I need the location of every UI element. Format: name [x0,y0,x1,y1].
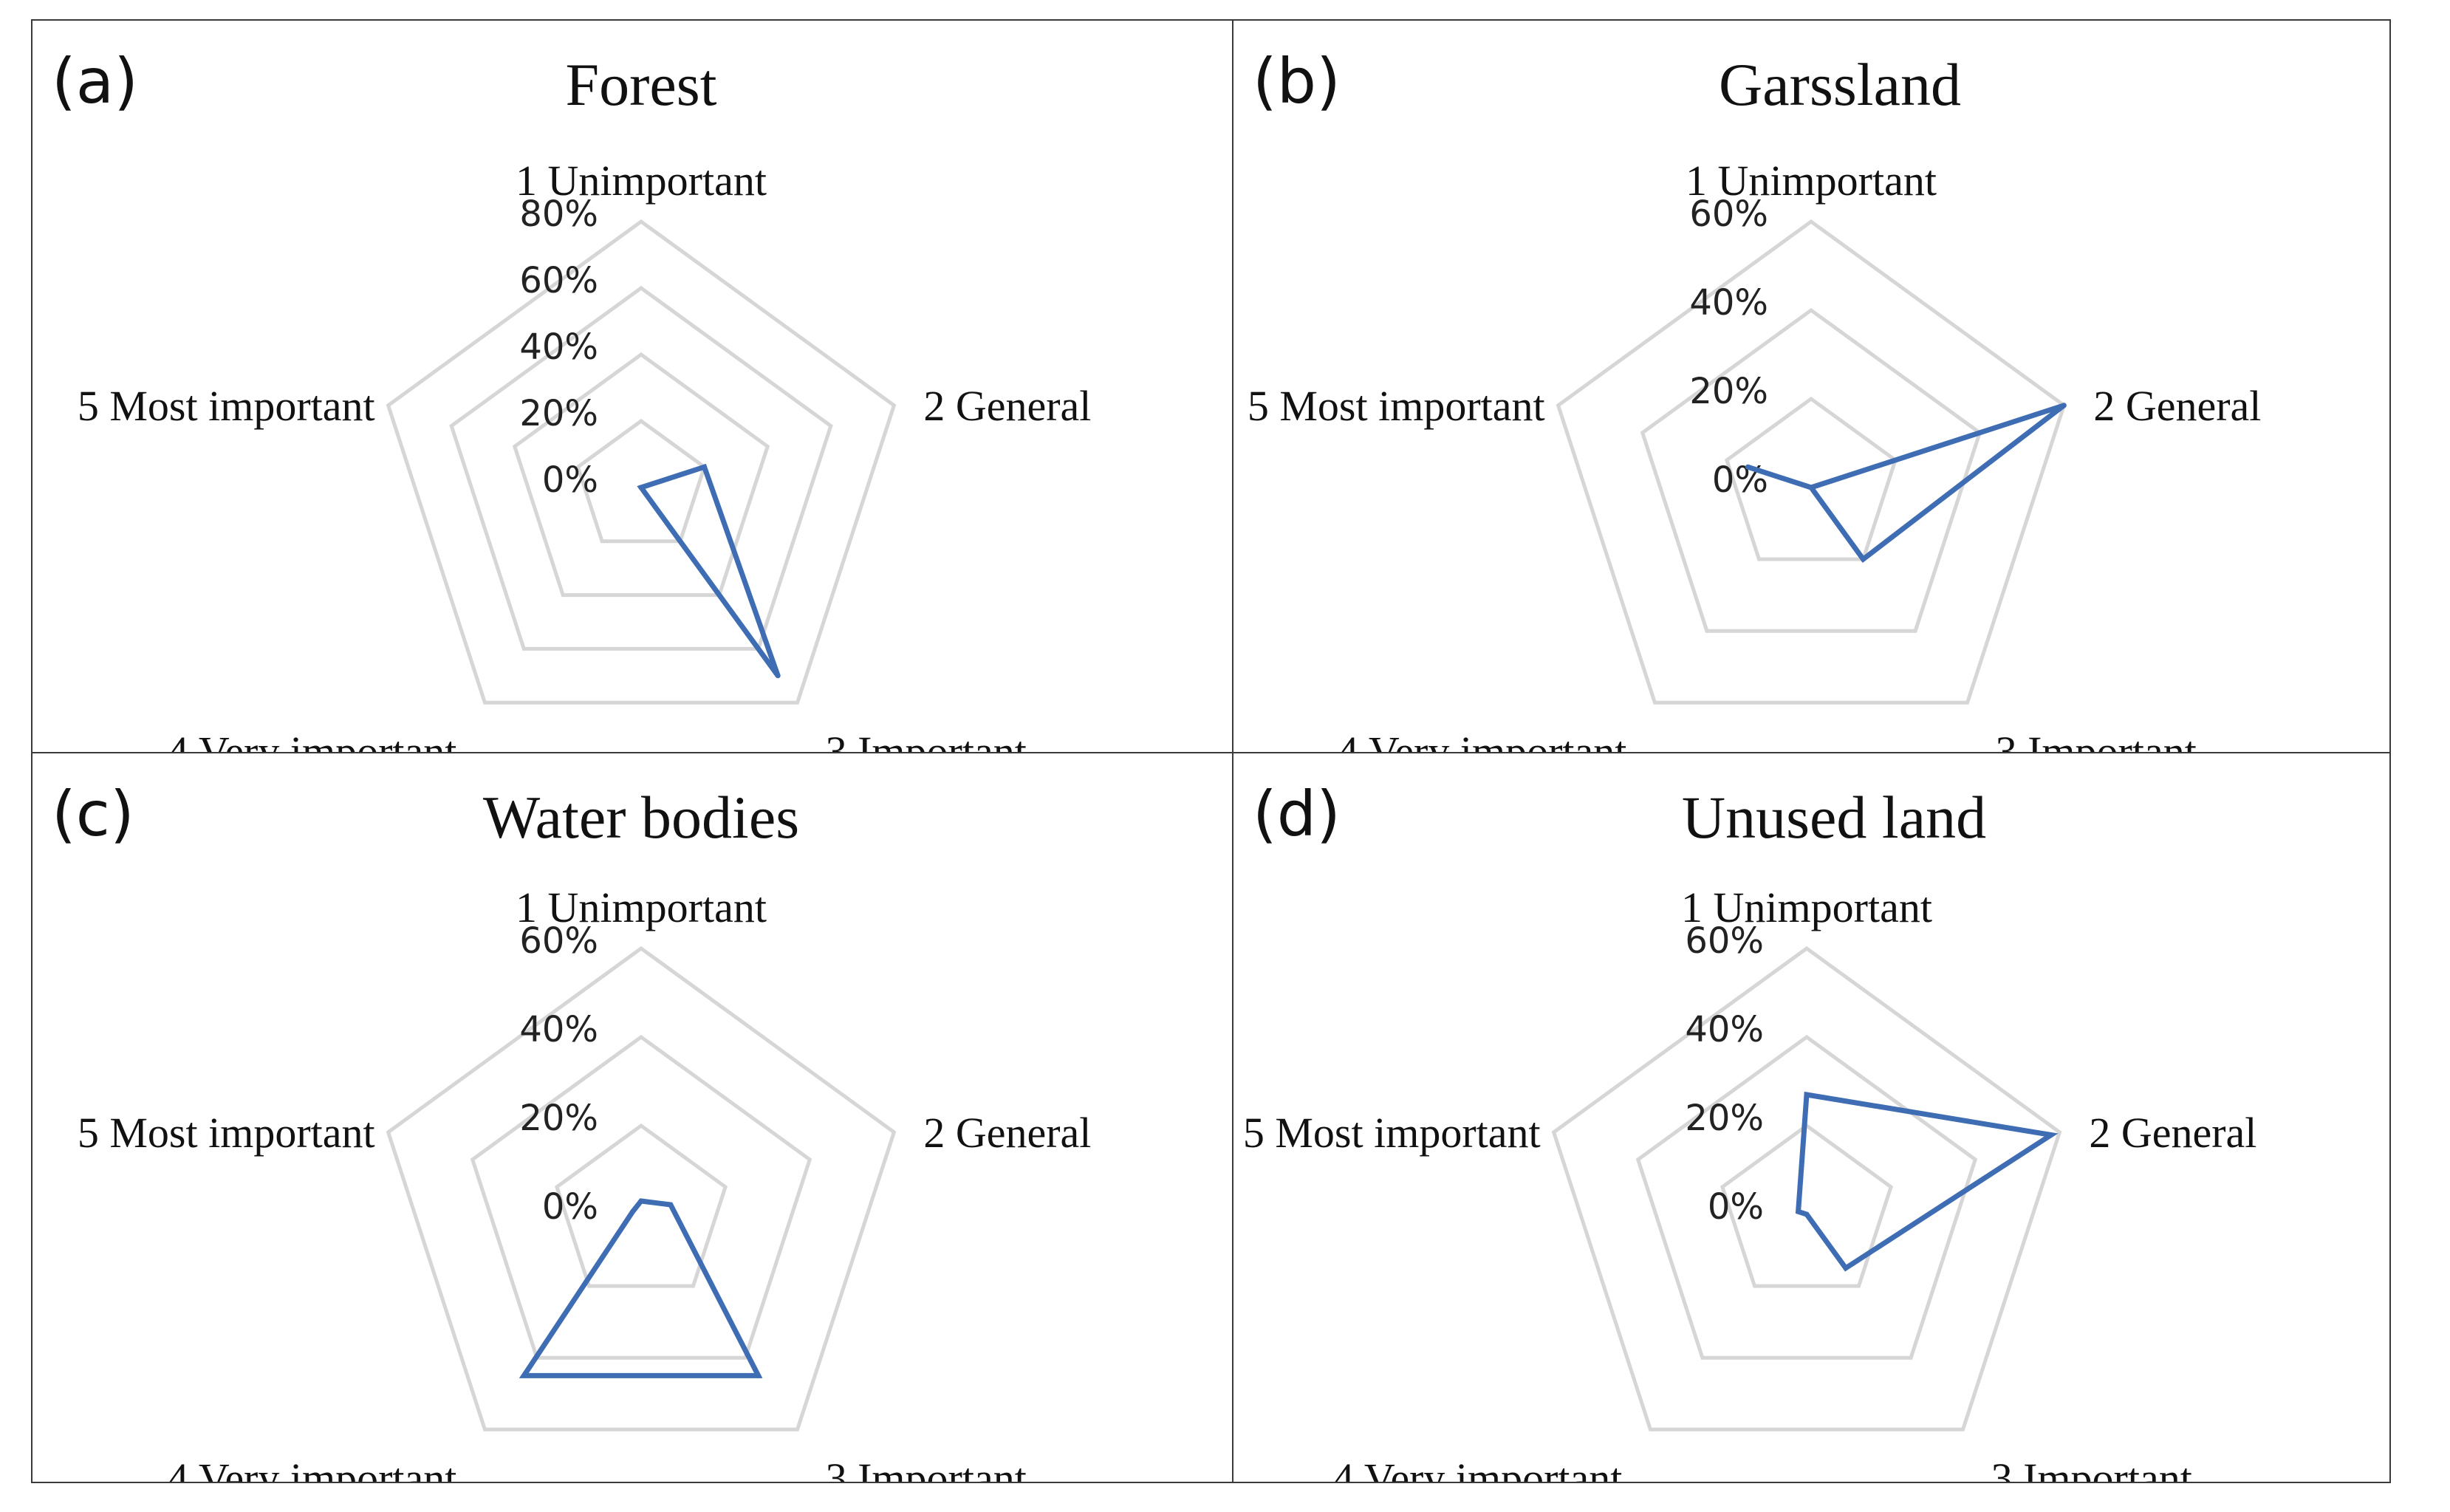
tick-label: 20% [519,393,598,434]
tick-label: 0% [1712,459,1768,501]
data-point [630,1208,636,1214]
data-point [2061,403,2067,408]
grid-ring [575,418,707,544]
data-point [1796,1208,1801,1214]
radar-panel-forest: (a) Forest 0% 20% 40% 60% 80%1 Unimportant 2 … [31,19,1233,753]
tick-label: 60% [519,260,598,301]
tick-label: 0% [542,459,598,501]
radar-panel-water-bodies: (c) Water bodies 0% 20% 40% 60%1 Unimportan… [31,752,1233,1483]
category-label: 4 Very important [1337,728,1626,752]
category-label: 3 Important [826,728,1027,752]
panel-letter: (b) [1253,45,1341,117]
tick-label: 60% [1689,194,1768,235]
grid-ring [554,1123,728,1288]
data-point [756,1372,762,1378]
radar-panel-grassland: (b) Garssland 0% 20% 40% 60%1 Unimportant 2 … [1232,19,2391,753]
grid-ring [1635,1034,1978,1360]
category-label: 2 General [2089,1109,2256,1157]
grid-ring [1640,307,1982,633]
category-label: 1 Unimportant [516,883,767,931]
grid-ring [1556,219,2067,705]
category-label: 4 Very important [167,728,456,752]
category-label: 1 Unimportant [1681,883,1932,931]
radar-panel-unused-land: (d) Unused land 0% 20% 40% 60%1 Unimportant… [1232,752,2391,1483]
tick-label: 60% [1685,920,1764,962]
data-point [775,673,781,679]
tick-label: 40% [1689,282,1768,324]
data-series-line [637,463,781,677]
radar-chart: 0% 20% 40% 60%1 Unimportant 2 General 3 Impor… [1248,157,2262,752]
tick-label: 20% [1689,371,1768,412]
tick-label: 60% [519,920,598,962]
tick-label: 40% [519,326,598,368]
category-label: 1 Unimportant [516,157,767,205]
tick-label: 80% [519,194,598,235]
panel-letter: (a) [52,45,139,117]
radar-chart: 0% 20% 40% 60%1 Unimportant 2 General 3 Impor… [1243,883,2257,1482]
category-label: 4 Very important [167,1454,456,1482]
data-series-line [1795,1091,2059,1272]
tick-label: 40% [1685,1009,1764,1050]
panel-letter: (d) [1253,778,1341,850]
category-label: 2 General [923,382,1091,430]
category-label: 5 Most important [1248,382,1545,430]
chart-title: Garssland [1719,51,1961,118]
data-point [1804,1092,1810,1098]
category-label: 3 Important [826,1454,1027,1482]
radar-chart: 0% 20% 40% 60%1 Unimportant 2 General 3 Impor… [78,883,1092,1482]
chart-title: Forest [565,51,717,118]
category-label: 1 Unimportant [1686,157,1937,205]
data-point [1804,1211,1810,1217]
category-label: 5 Most important [78,382,375,430]
data-point [638,1198,644,1204]
grid-ring [386,945,897,1431]
category-label: 4 Very important [1332,1454,1622,1482]
category-label: 3 Important [1991,1454,2192,1482]
data-point [2048,1132,2054,1138]
data-point [1843,1265,1849,1271]
tick-label: 40% [519,1009,598,1050]
category-label: 2 General [923,1109,1091,1157]
grid-ring [1724,396,1898,561]
data-point [1745,464,1751,470]
data-series-line [1747,403,2066,564]
grid-ring [449,285,833,651]
grid-ring [512,352,770,598]
tick-label: 20% [519,1098,598,1139]
chart-title: Unused land [1681,784,1987,851]
panel-letter: (c) [52,778,134,850]
grid-ring [1551,945,2062,1431]
chart-title: Water bodies [482,784,800,851]
grid-ring [386,219,897,705]
tick-label: 20% [1685,1098,1764,1139]
tick-label: 0% [542,1186,598,1228]
category-label: 5 Most important [78,1109,375,1157]
grid-ring [1720,1123,1894,1288]
category-label: 2 General [2093,382,2261,430]
tick-label: 0% [1708,1186,1764,1228]
radar-chart: 0% 20% 40% 60% 80%1 Unimportant 2 General 3 Im… [78,157,1092,752]
category-label: 5 Most important [1243,1109,1541,1157]
grid-ring [470,1034,812,1360]
category-label: 3 Important [1996,728,2197,752]
data-point [1808,485,1814,490]
data-point [521,1372,527,1378]
data-point [668,1202,674,1208]
data-point [638,485,644,490]
data-point [702,464,708,470]
data-point [1861,556,1866,562]
